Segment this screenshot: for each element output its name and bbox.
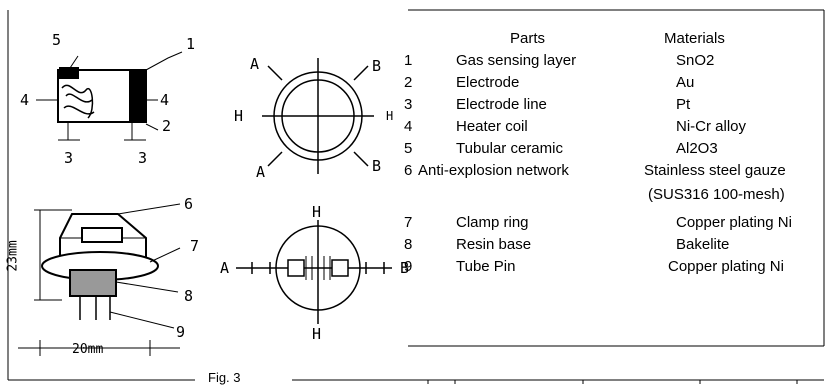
label-part-6: 6	[184, 195, 194, 213]
label-part-4-right: 4	[160, 91, 170, 109]
row-6-part: Anti-explosion network	[418, 162, 569, 179]
row-3-material: Pt	[676, 96, 691, 113]
row-5-material: Al2O3	[676, 140, 718, 157]
label-bottom-h-top: H	[312, 203, 322, 221]
label-pin-a-bottom: A	[256, 163, 266, 181]
row-9-part: Tube Pin	[456, 258, 516, 275]
row-8-part: Resin base	[456, 236, 532, 253]
width-dimension: 20mm	[72, 342, 104, 357]
row-8-num: 8	[404, 236, 413, 253]
row-1-material: SnO2	[676, 52, 715, 69]
label-pin-h-left: H	[234, 107, 244, 125]
row-2-material: Au	[676, 74, 695, 91]
sensor-body	[18, 203, 181, 356]
label-part-7: 7	[190, 237, 200, 255]
row-3-num: 3	[404, 96, 413, 113]
row-9-num: 9	[404, 258, 413, 275]
row-6-material: Stainless steel gauze	[644, 162, 786, 179]
row-9-material: Copper plating Ni	[668, 258, 784, 275]
row-7-material: Copper plating Ni	[676, 214, 792, 231]
label-part-5: 5	[52, 31, 62, 49]
top-view-pinout	[262, 58, 374, 174]
row-2-num: 2	[404, 74, 413, 91]
figure-caption: Fig. 3	[208, 370, 241, 385]
row-5-part: Tubular ceramic	[456, 140, 563, 157]
row-7-part: Clamp ring	[456, 214, 529, 231]
row-5-num: 5	[404, 140, 413, 157]
frame-lines	[7, 9, 825, 381]
label-bottom-b: B	[400, 259, 410, 277]
label-pin-a-top: A	[250, 55, 260, 73]
label-bottom-h-bottom: H	[312, 325, 322, 343]
label-part-2: 2	[162, 117, 172, 135]
materials-header: Materials	[664, 30, 725, 47]
row-7-num: 7	[404, 214, 413, 231]
label-part-3-left: 3	[64, 149, 74, 167]
label-part-4-left: 4	[20, 91, 30, 109]
height-dimension: 23mm	[5, 240, 21, 272]
row-1-num: 1	[404, 52, 413, 69]
label-part-1: 1	[186, 35, 196, 53]
row-8-material: Bakelite	[676, 236, 730, 253]
label-pin-h-right: H	[386, 109, 394, 123]
label-pin-b-top: B	[372, 57, 382, 75]
row-3-part: Electrode line	[456, 96, 547, 113]
row-4-part: Heater coil	[456, 118, 528, 135]
row-4-num: 4	[404, 118, 413, 135]
row-2-part: Electrode	[456, 74, 520, 91]
bottom-view-pinout	[236, 220, 392, 324]
label-pin-b-bottom: B	[372, 157, 382, 175]
row-6-material-detail: (SUS316 100-mesh)	[648, 186, 785, 203]
label-part-3-right: 3	[138, 149, 148, 167]
row-4-material: Ni-Cr alloy	[676, 118, 747, 135]
parts-header: Parts	[510, 30, 546, 47]
label-bottom-a: A	[220, 259, 230, 277]
sensing-element	[36, 51, 183, 141]
label-part-8: 8	[184, 287, 194, 305]
bottom-ticks	[427, 380, 798, 384]
row-1-part: Gas sensing layer	[456, 52, 577, 69]
label-part-9: 9	[176, 323, 186, 341]
row-6-num: 6	[404, 162, 413, 179]
